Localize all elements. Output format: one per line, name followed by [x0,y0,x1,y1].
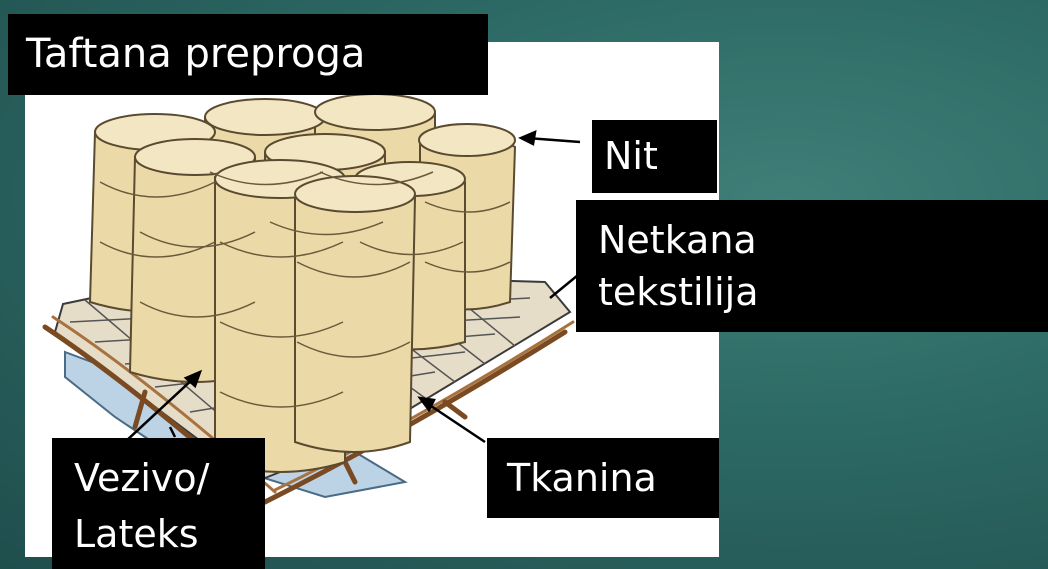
slide-title: Taftana preproga [8,14,488,95]
label-nit: Nit [592,120,717,193]
label-vezivo-lateks: Vezivo/ Lateks [52,438,265,569]
label-netkana-tekstilija: Netkana tekstilija [576,200,1048,332]
label-tkanina: Tkanina [487,438,719,518]
